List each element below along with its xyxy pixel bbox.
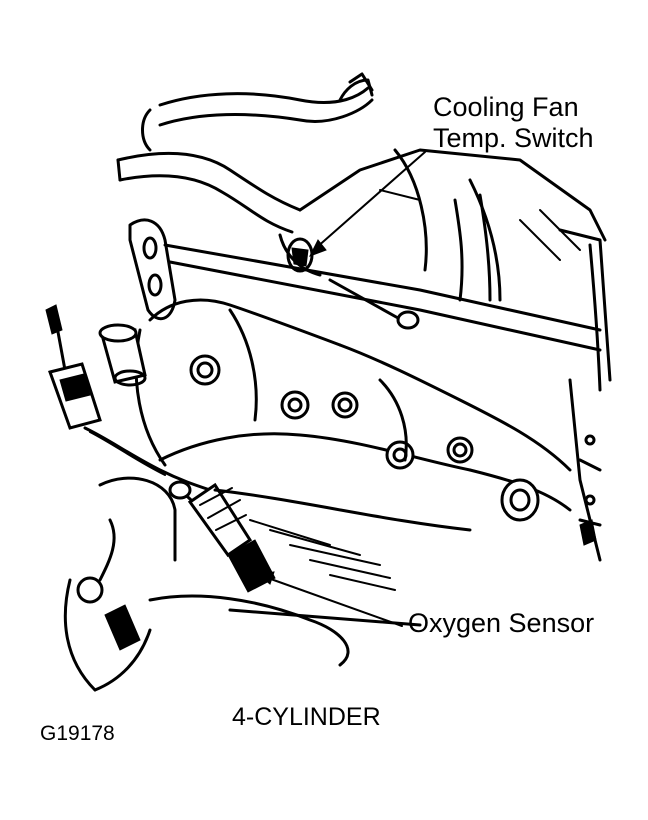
cooling-fan-leader — [315, 151, 426, 249]
oxygen-sensor-leader — [267, 577, 403, 627]
cooling-fan-temp-switch-label: Cooling Fan Temp. Switch — [433, 92, 594, 154]
cooling-fan-label-line1: Cooling Fan — [433, 92, 579, 122]
bracket-left — [128, 218, 177, 321]
cooling-fan-label-line2: Temp. Switch — [433, 123, 594, 154]
coolant-hose — [116, 72, 374, 234]
figure-id: G19178 — [40, 722, 115, 745]
oxygen-sensor-arrowhead — [256, 571, 275, 585]
engine-caption: 4-CYLINDER — [232, 703, 381, 731]
exhaust-manifold — [134, 298, 572, 522]
exhaust-pipe — [148, 488, 472, 667]
wiring-connector — [45, 304, 212, 492]
cylinder-head — [163, 148, 612, 392]
oxygen-sensor-label: Oxygen Sensor — [408, 608, 595, 638]
right-bracket — [453, 193, 602, 562]
cooling-fan-arrowhead — [308, 239, 327, 257]
temp-switch-area — [278, 233, 420, 330]
leader-lines — [256, 151, 426, 627]
canister — [98, 323, 147, 387]
lower-bracket — [63, 476, 177, 692]
